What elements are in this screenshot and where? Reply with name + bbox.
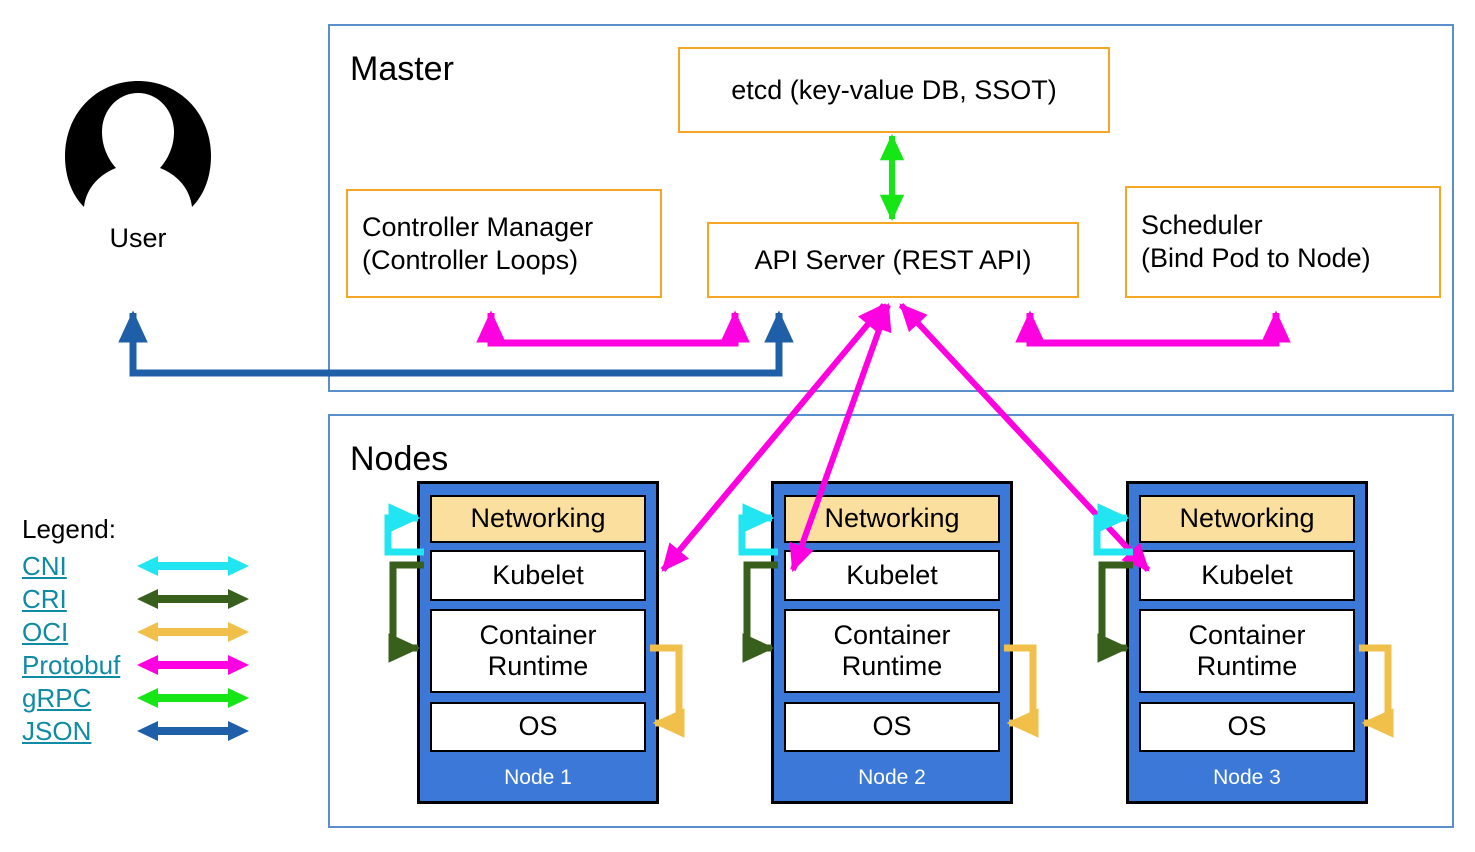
node-layer-os[interactable]: OS [430, 702, 646, 752]
node-layer-container-runtime-label: Container Runtime [1188, 619, 1306, 681]
node-layer-kubelet[interactable]: Kubelet [430, 550, 646, 601]
legend-row-grpc: gRPC [22, 681, 252, 714]
component-scheduler-label: Scheduler (Bind Pod to Node) [1141, 210, 1371, 273]
master-group-title: Master [350, 50, 454, 88]
legend: Legend: CNI CRI OCI Protobuf [22, 516, 252, 747]
component-etcd-label: etcd (key-value DB, SSOT) [731, 74, 1057, 105]
user-actor: User [62, 78, 214, 252]
node-name-label: Node 1 [504, 766, 572, 789]
node-layer-container-runtime-label: Container Runtime [479, 619, 597, 681]
node-name-label: Node 3 [1213, 766, 1281, 789]
user-label: User [109, 223, 167, 253]
legend-row-cni: CNI [22, 549, 252, 582]
legend-arrow-cni [137, 555, 249, 576]
component-etcd[interactable]: etcd (key-value DB, SSOT) [678, 47, 1110, 133]
node-layer-container-runtime[interactable]: Container Runtime [1139, 609, 1355, 693]
legend-arrow-oci [137, 621, 249, 642]
node-layer-networking-label: Networking [824, 503, 960, 534]
node-name-label: Node 2 [858, 766, 926, 789]
legend-row-protobuf: Protobuf [22, 648, 252, 681]
node-layer-os[interactable]: OS [1139, 702, 1355, 752]
legend-arrow-grpc [137, 687, 249, 708]
node-layer-kubelet-label: Kubelet [1201, 559, 1293, 590]
legend-arrow-json [137, 720, 249, 741]
legend-label-oci[interactable]: OCI [22, 616, 69, 647]
legend-row-cri: CRI [22, 582, 252, 615]
legend-arrow-protobuf [137, 654, 249, 675]
component-scheduler[interactable]: Scheduler (Bind Pod to Node) [1125, 186, 1441, 298]
node-layer-container-runtime-label: Container Runtime [833, 619, 951, 681]
legend-label-protobuf[interactable]: Protobuf [22, 649, 121, 680]
node-layer-os-label: OS [518, 711, 558, 742]
legend-label-cri[interactable]: CRI [22, 583, 67, 614]
node-layer-os-label: OS [872, 711, 912, 742]
user-avatar-icon [65, 81, 211, 207]
node-layer-networking-label: Networking [1179, 503, 1315, 534]
node-layer-networking-label: Networking [470, 503, 606, 534]
node-layer-networking[interactable]: Networking [784, 495, 1000, 543]
legend-label-json[interactable]: JSON [22, 715, 92, 746]
legend-label-grpc[interactable]: gRPC [22, 682, 92, 713]
component-controller-manager[interactable]: Controller Manager (Controller Loops) [346, 189, 662, 298]
node-card[interactable]: Networking Kubelet Container Runtime OS … [771, 481, 1013, 804]
node-layer-networking[interactable]: Networking [430, 495, 646, 543]
nodes-group-title: Nodes [350, 440, 449, 478]
node-layer-kubelet[interactable]: Kubelet [784, 550, 1000, 601]
node-layer-os[interactable]: OS [784, 702, 1000, 752]
legend-label-cni[interactable]: CNI [22, 550, 67, 581]
node-layer-kubelet-label: Kubelet [492, 559, 584, 590]
node-layer-container-runtime[interactable]: Container Runtime [430, 609, 646, 693]
legend-row-oci: OCI [22, 615, 252, 648]
component-controller-manager-label: Controller Manager (Controller Loops) [362, 211, 594, 275]
node-layer-kubelet[interactable]: Kubelet [1139, 550, 1355, 601]
component-api-server[interactable]: API Server (REST API) [707, 222, 1079, 298]
legend-title: Legend: [22, 514, 116, 544]
component-api-server-label: API Server (REST API) [754, 244, 1032, 275]
node-layer-os-label: OS [1227, 711, 1267, 742]
node-card[interactable]: Networking Kubelet Container Runtime OS … [1126, 481, 1368, 804]
legend-row-json: JSON [22, 714, 252, 747]
node-layer-networking[interactable]: Networking [1139, 495, 1355, 543]
node-layer-container-runtime[interactable]: Container Runtime [784, 609, 1000, 693]
legend-arrow-cri [137, 588, 249, 609]
node-layer-kubelet-label: Kubelet [846, 559, 938, 590]
node-card[interactable]: Networking Kubelet Container Runtime OS … [417, 481, 659, 804]
